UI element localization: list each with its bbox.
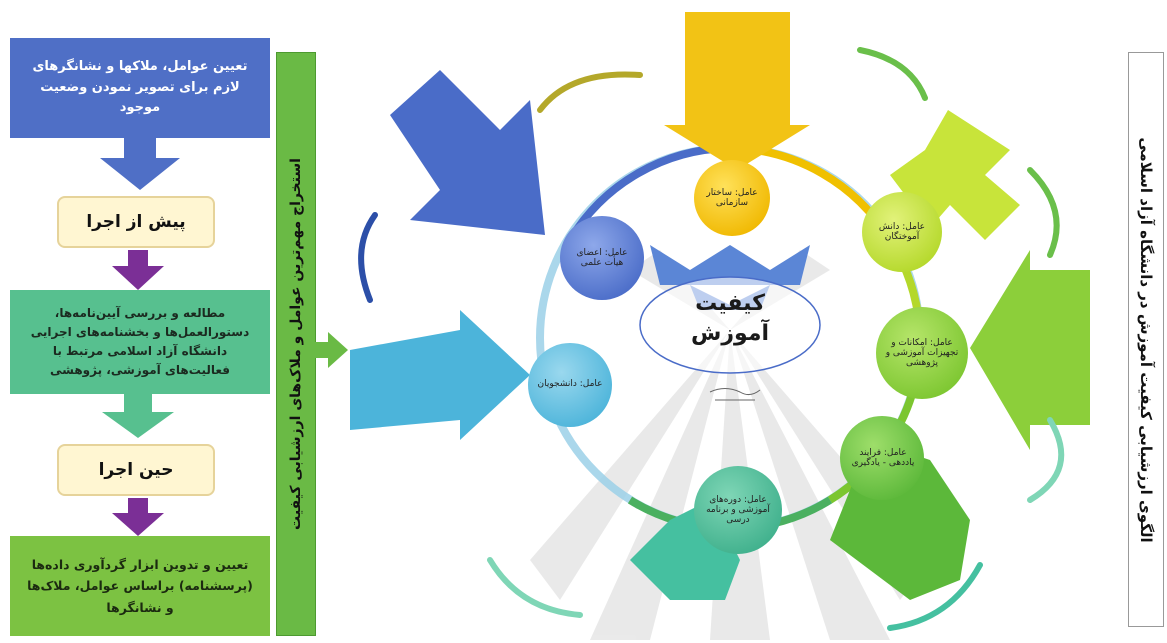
arrow-down-icon [112, 250, 164, 290]
factor-arrow-yellow [664, 12, 810, 170]
factor-circle-organizational-structure [694, 160, 770, 236]
center-title-line1: کیفیت [695, 290, 765, 316]
arrow-right-icon [314, 332, 348, 368]
quality-diagram [350, 12, 1090, 640]
factor-arrow-blue [390, 70, 545, 235]
factor-circle-graduates [862, 192, 942, 272]
factor-label: عامل: دوره‌های آموزشی و برنامه درسی [706, 495, 770, 525]
factor-label: عامل: امکانات و تجهیزات آموزشی و پژوهشی [885, 338, 959, 368]
factor-circle-teaching-learning [840, 416, 924, 500]
factor-arrow-cyan [350, 310, 530, 440]
center-title-line2: آموزش [691, 320, 769, 346]
factor-circle-faculty [560, 216, 644, 300]
arrow-down-icon [100, 138, 180, 190]
flow-step-2: مطالعه و بررسی آیین‌نامه‌ها، دستورالعمل‌… [10, 290, 270, 394]
flow-step-3: تعیین و تدوین ابزار گردآوری داده‌ها (پرس… [10, 536, 270, 636]
side-title: الگوی ارزشیابی کیفیت آموزش در دانشگاه آز… [1137, 136, 1155, 543]
factor-circle-courses [694, 466, 782, 554]
vertical-banner: استخراج مهم‌ترین عوامل و ملاک‌های ارزشیا… [276, 52, 316, 636]
factor-circle-students [528, 343, 612, 427]
vertical-banner-text: استخراج مهم‌ترین عوامل و ملاک‌های ارزشیا… [288, 158, 304, 530]
side-title-frame: الگوی ارزشیابی کیفیت آموزش در دانشگاه آز… [1128, 52, 1164, 627]
factor-label: عامل: دانشجویان [537, 379, 603, 389]
stage-during-execution: حین اجرا [57, 444, 215, 496]
factor-label: عامل: اعضای هیأت علمی [576, 248, 628, 268]
arrow-down-icon [112, 498, 164, 536]
stage-before-execution: پیش از اجرا [57, 196, 215, 248]
factor-circle-facilities [876, 307, 968, 399]
factor-label: عامل: فرایند یاددهی - یادگیری [851, 448, 915, 468]
factor-arrow-green [970, 250, 1090, 450]
factor-label: عامل: ساختار سازمانی [706, 188, 758, 208]
flow-step-1: تعیین عوامل، ملاکها و نشانگرهای لازم برا… [10, 38, 270, 138]
center-ellipse [639, 276, 821, 374]
center-signature [709, 388, 761, 401]
cycle-arrow [358, 47, 1065, 631]
arrow-down-icon [102, 394, 174, 438]
factor-label: عامل: دانش آموختگان [878, 222, 926, 242]
